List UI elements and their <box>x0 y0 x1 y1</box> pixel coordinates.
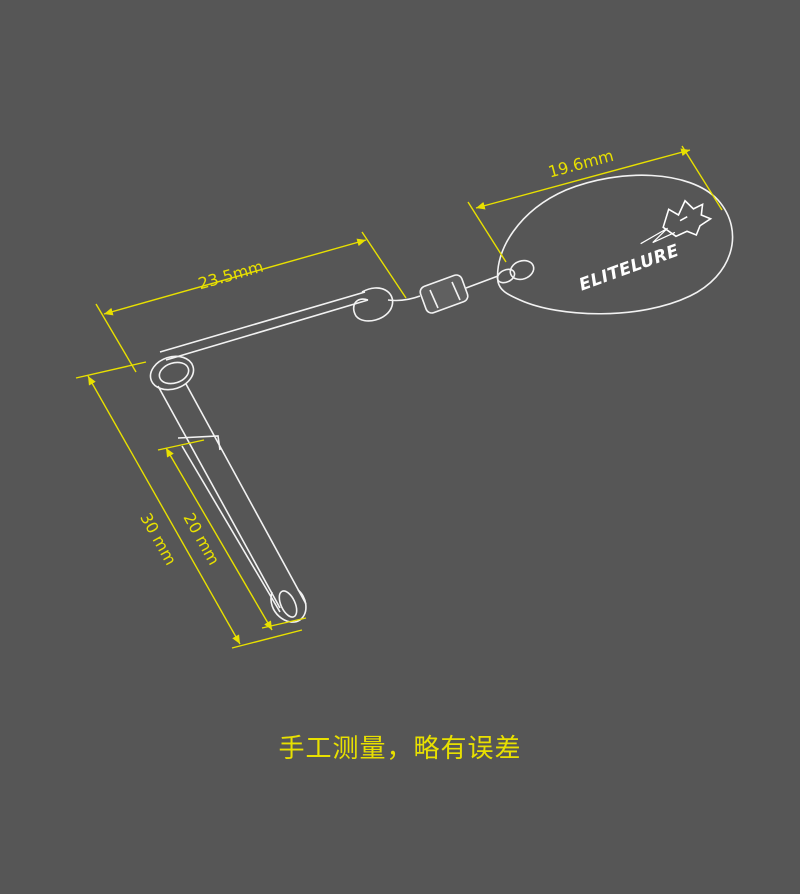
swivel <box>387 259 535 314</box>
total-length-label: 30 mm <box>136 510 180 569</box>
brand-logo-text: ELITELURE <box>577 241 682 296</box>
measurement-note: 手工测量，略有误差 <box>278 734 522 764</box>
wire-arm <box>149 287 394 391</box>
wolf-head-icon <box>640 199 713 245</box>
blade-width-label: 19.6mm <box>546 146 615 182</box>
clip-length-label: 20 mm <box>179 510 223 569</box>
dimension-total-length: 30 mm <box>75 361 303 649</box>
safety-pin-clip <box>157 383 307 623</box>
arm-length-label: 23.5mm <box>196 257 265 294</box>
spinner-blade: ELITELURE <box>496 174 734 315</box>
